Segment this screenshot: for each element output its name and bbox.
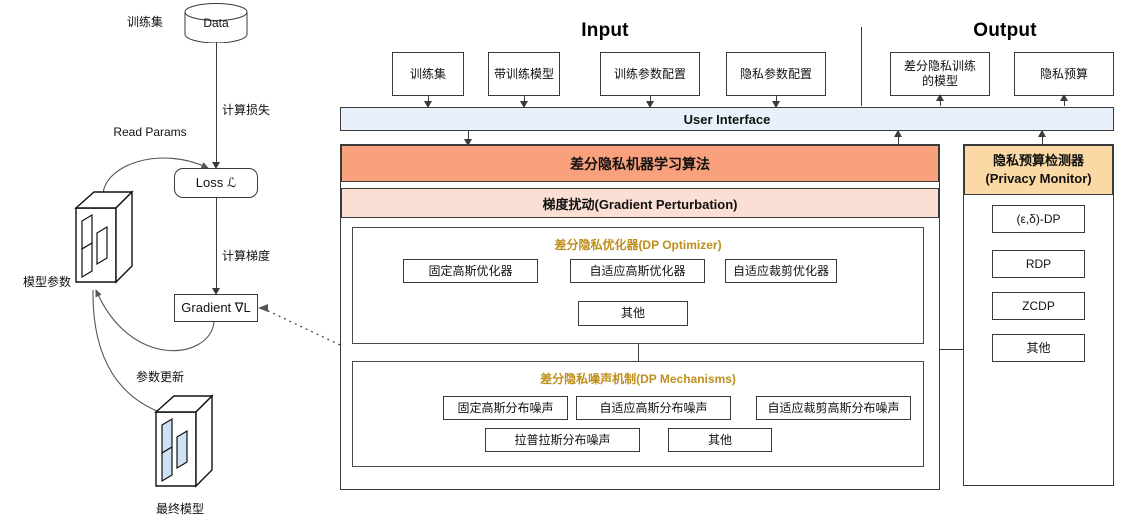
input-arrow-4 <box>772 101 780 108</box>
dp-mechanism-adaptive-clipping-gaussian-noise[interactable]: 自适应裁剪高斯分布噪声 <box>756 396 911 420</box>
output-arrow-line-1 <box>940 96 941 106</box>
ui-to-algo-line <box>468 131 469 144</box>
privacy-monitor-other[interactable]: 其他 <box>992 334 1085 362</box>
input-box-privacy-params[interactable]: 隐私参数配置 <box>726 52 826 96</box>
dp-optimizer-adaptive-gaussian[interactable]: 自适应高斯优化器 <box>570 259 705 283</box>
output-box-dp-model-label: 差分隐私训练 的模型 <box>903 59 976 88</box>
input-arrow-1 <box>424 101 432 108</box>
output-box-privacy-budget[interactable]: 隐私预算 <box>1014 52 1114 96</box>
privacy-monitor-eps-delta-dp[interactable]: (ε,δ)-DP <box>992 205 1085 233</box>
optimizer-to-mechanism-line <box>638 344 639 361</box>
dp-optimizer-title: 差分隐私优化器(DP Optimizer) <box>554 238 722 252</box>
compute-gradient-label: 计算梯度 <box>222 248 271 263</box>
input-box-training-params[interactable]: 训练参数配置 <box>600 52 700 96</box>
cylinder-icon <box>184 3 248 44</box>
data-to-loss-line <box>216 42 217 167</box>
dp-mechanism-other[interactable]: 其他 <box>668 428 772 452</box>
data-node-label: Data <box>203 16 229 30</box>
privacy-monitor-header: 隐私预算检测器 (Privacy Monitor) <box>964 145 1113 195</box>
algo-monitor-link-line <box>940 349 964 350</box>
input-box-pretrained-model[interactable]: 带训练模型 <box>488 52 560 96</box>
input-section-title: Input <box>581 20 629 41</box>
gradient-node: Gradient ∇L <box>174 294 258 322</box>
loss-to-gradient-line <box>216 198 217 291</box>
training-set-label: 训练集 <box>126 14 163 29</box>
input-arrow-3 <box>646 101 654 108</box>
param-update-label: 参数更新 <box>135 369 184 384</box>
dp-algorithm-banner: 差分隐私机器学习算法 <box>341 145 939 182</box>
final-model-label: 最终模型 <box>155 501 204 516</box>
compute-loss-label: 计算损失 <box>222 102 271 117</box>
ui-to-algo-arrow <box>464 139 472 146</box>
dp-optimizer-adaptive-clipping[interactable]: 自适应裁剪优化器 <box>725 259 837 283</box>
algo-to-ui-line <box>898 131 899 144</box>
dp-optimizer-other[interactable]: 其他 <box>578 301 688 326</box>
dp-optimizer-fixed-gaussian[interactable]: 固定高斯优化器 <box>403 259 538 283</box>
privacy-monitor-rdp[interactable]: RDP <box>992 250 1085 278</box>
input-arrow-2 <box>520 101 528 108</box>
data-cylinder-node <box>184 3 248 44</box>
data-to-loss-arrow <box>212 162 220 169</box>
read-params-label: Read Params <box>113 125 187 139</box>
dp-mechanism-fixed-gaussian-noise[interactable]: 固定高斯分布噪声 <box>443 396 568 420</box>
model-params-icon <box>68 186 138 290</box>
ui-to-monitor-line <box>1042 131 1043 144</box>
output-arrow-1 <box>936 94 944 101</box>
dp-mechanism-laplace-noise[interactable]: 拉普拉斯分布噪声 <box>485 428 640 452</box>
dp-mechanisms-title: 差分隐私噪声机制(DP Mechanisms) <box>540 372 736 386</box>
user-interface-bar[interactable]: User Interface <box>340 107 1114 131</box>
privacy-monitor-title-cn: 隐私预算检测器 <box>992 153 1084 169</box>
input-box-training-set[interactable]: 训练集 <box>392 52 464 96</box>
output-section-title: Output <box>973 20 1037 41</box>
output-arrow-2 <box>1060 94 1068 101</box>
algo-to-ui-arrow <box>894 130 902 137</box>
input-output-divider <box>861 27 862 106</box>
dp-optimizer-group: 差分隐私优化器(DP Optimizer) <box>352 227 924 344</box>
privacy-monitor-title-en: (Privacy Monitor) <box>985 171 1092 186</box>
privacy-monitor-zcdp[interactable]: ZCDP <box>992 292 1085 320</box>
ui-to-monitor-arrow <box>1038 130 1046 137</box>
dp-mechanism-adaptive-gaussian-noise[interactable]: 自适应高斯分布噪声 <box>576 396 731 420</box>
model-params-label: 模型参数 <box>22 274 71 289</box>
output-arrow-line-2 <box>1064 96 1065 106</box>
gradient-perturbation-banner: 梯度扰动(Gradient Perturbation) <box>341 188 939 218</box>
loss-node: Loss ℒ <box>174 168 258 198</box>
output-box-dp-model[interactable]: 差分隐私训练 的模型 <box>890 52 990 96</box>
final-model-icon <box>148 390 218 494</box>
loss-to-gradient-arrow <box>212 288 220 295</box>
